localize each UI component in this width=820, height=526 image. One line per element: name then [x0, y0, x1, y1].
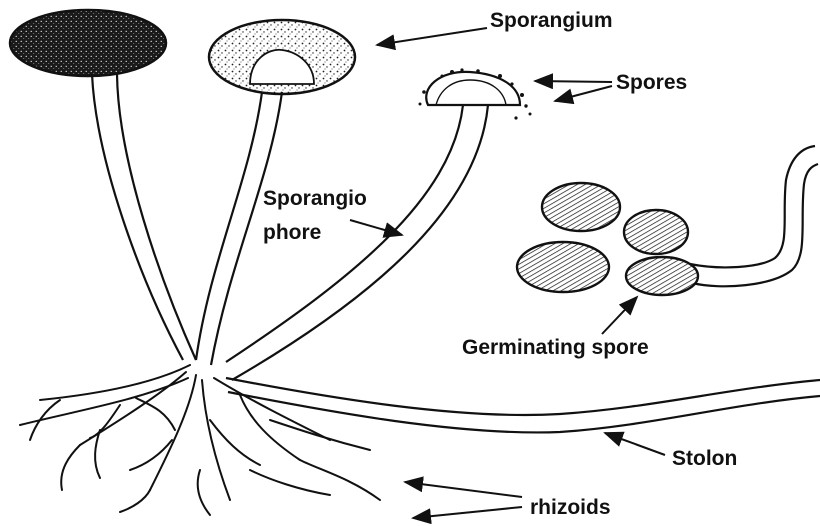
label-sporangiophore: Sporangio phore	[263, 182, 367, 249]
sporangium-ruptured	[419, 68, 532, 119]
label-sporangium: Sporangium	[490, 9, 613, 33]
arrow-germinating-spore	[602, 297, 637, 334]
arrow-spores-lower	[555, 86, 612, 101]
label-stolon: Stolon	[672, 447, 737, 471]
spore-2	[624, 210, 688, 254]
arrow-stolon	[605, 433, 665, 455]
spore-1	[542, 183, 620, 231]
arrow-spores-upper	[535, 81, 612, 82]
label-germinating-spore: Germinating spore	[462, 336, 649, 360]
arrow-sporangium	[377, 28, 487, 45]
sporangium-speckled	[209, 20, 355, 94]
label-sporangiophore-line1: Sporangio	[263, 182, 367, 216]
stolon	[226, 378, 820, 432]
arrow-rhizoids-upper	[405, 482, 522, 497]
spore-3	[517, 242, 609, 292]
label-spores: Spores	[616, 71, 687, 95]
sporangiophore-left	[92, 74, 196, 360]
arrow-rhizoids-lower	[413, 507, 522, 518]
label-rhizoids: rhizoids	[530, 496, 611, 520]
rhizoids	[20, 365, 380, 515]
sporangium-dark	[10, 10, 166, 76]
label-sporangiophore-line2: phore	[263, 216, 367, 250]
